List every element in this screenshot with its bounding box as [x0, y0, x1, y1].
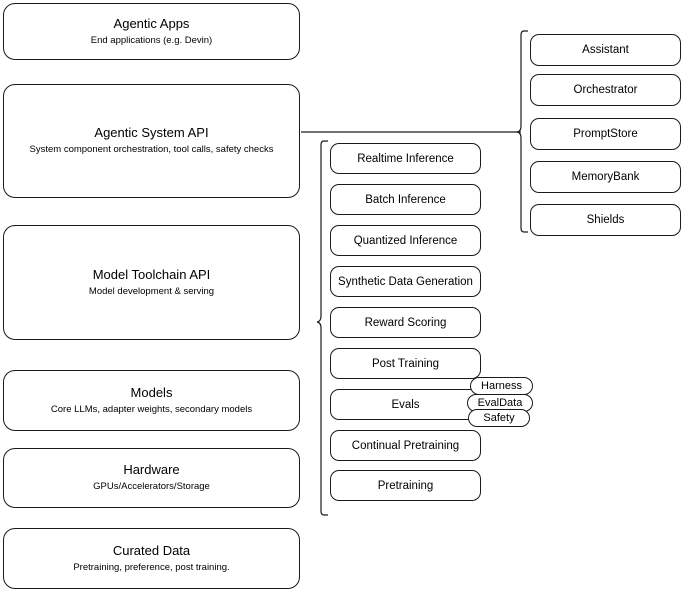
layer-subtitle: GPUs/Accelerators/Storage — [93, 481, 210, 492]
capability-label: Continual Pretraining — [351, 439, 460, 452]
component-label: Assistant — [582, 44, 629, 56]
component-shields[interactable]: Shields — [530, 204, 681, 236]
toolchain-capabilities-brace — [316, 140, 328, 516]
evals-tag-label: Safety — [483, 412, 515, 424]
capability-label: Reward Scoring — [364, 316, 447, 329]
layer-subtitle: System component orchestration, tool cal… — [29, 144, 274, 155]
capability-reward-scoring[interactable]: Reward Scoring — [330, 307, 481, 338]
layer-title: Agentic Apps — [113, 15, 190, 31]
component-label: Orchestrator — [573, 84, 638, 96]
capability-batch-inference[interactable]: Batch Inference — [330, 184, 481, 215]
layer-title: Agentic System API — [94, 125, 209, 140]
layer-agentic-apps[interactable]: Agentic Apps End applications (e.g. Devi… — [3, 3, 300, 60]
component-label: MemoryBank — [571, 171, 640, 183]
component-label: PromptStore — [573, 128, 638, 140]
layer-title: Models — [130, 384, 173, 400]
layer-model-toolchain-api[interactable]: Model Toolchain API Model development & … — [3, 225, 300, 340]
capability-synthetic-data-generation[interactable]: Synthetic Data Generation — [330, 266, 481, 297]
evals-tag-label: Harness — [481, 380, 522, 392]
evals-tag-harness[interactable]: Harness — [470, 377, 533, 395]
evals-tag-safety[interactable]: Safety — [468, 409, 530, 427]
capability-quantized-inference[interactable]: Quantized Inference — [330, 225, 481, 256]
capability-label: Post Training — [371, 357, 440, 370]
layer-hardware[interactable]: Hardware GPUs/Accelerators/Storage — [3, 448, 300, 508]
capability-label: Realtime Inference — [357, 152, 454, 165]
capability-post-training[interactable]: Post Training — [330, 348, 481, 379]
capability-label: Batch Inference — [365, 193, 446, 206]
capability-evals[interactable]: Evals — [330, 389, 481, 420]
layer-subtitle: Model development & serving — [88, 285, 215, 297]
capability-pretraining[interactable]: Pretraining — [330, 470, 481, 501]
layer-title: Hardware — [123, 462, 180, 477]
component-memorybank[interactable]: MemoryBank — [530, 161, 681, 193]
layer-subtitle: End applications (e.g. Devin) — [90, 34, 213, 46]
layer-title: Model Toolchain API — [92, 266, 211, 282]
agentic-components-brace — [516, 30, 528, 233]
capability-realtime-inference[interactable]: Realtime Inference — [330, 143, 481, 174]
layer-models[interactable]: Models Core LLMs, adapter weights, secon… — [3, 370, 300, 431]
layer-title: Curated Data — [112, 542, 191, 558]
capability-continual-pretraining[interactable]: Continual Pretraining — [330, 430, 481, 461]
layer-curated-data[interactable]: Curated Data Pretraining, preference, po… — [3, 528, 300, 589]
layer-subtitle: Core LLMs, adapter weights, secondary mo… — [50, 403, 253, 415]
evals-tag-label: EvalData — [477, 397, 523, 409]
component-promptstore[interactable]: PromptStore — [530, 118, 681, 150]
component-orchestrator[interactable]: Orchestrator — [530, 74, 681, 106]
capability-label: Synthetic Data Generation — [338, 275, 473, 288]
component-label: Shields — [586, 214, 625, 226]
capability-label: Quantized Inference — [353, 234, 458, 247]
capability-label: Evals — [391, 398, 420, 411]
capability-label: Pretraining — [377, 479, 434, 492]
component-assistant[interactable]: Assistant — [530, 34, 681, 66]
layer-agentic-system-api[interactable]: Agentic System API System component orch… — [3, 84, 300, 198]
layer-subtitle: Pretraining, preference, post training. — [73, 561, 230, 573]
